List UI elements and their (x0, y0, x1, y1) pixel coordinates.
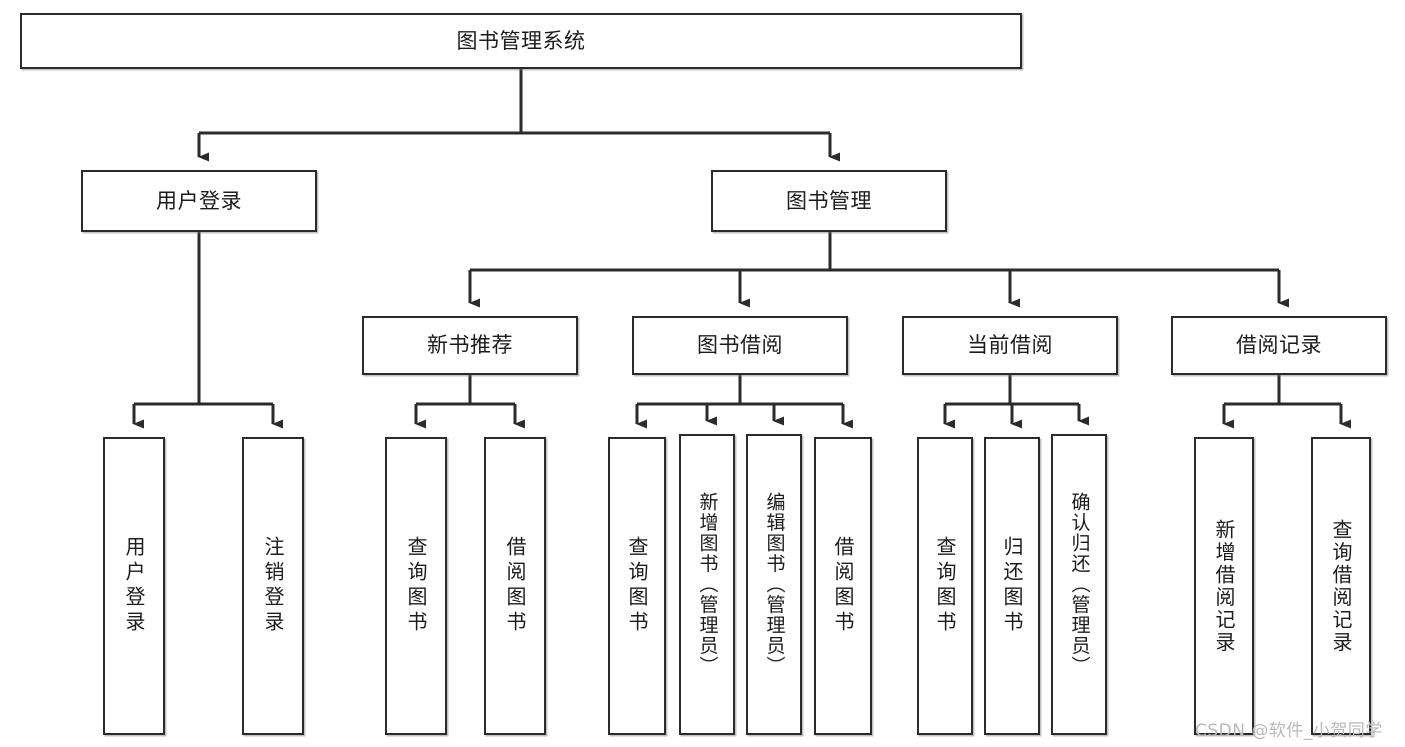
node-leaf-query-record[interactable]: 查询借阅记录 (1311, 437, 1371, 735)
node-leaf-query-book-borrow[interactable]: 查询图书 (608, 437, 666, 735)
node-leaf-query-book-rec-label: 查询图书 (404, 536, 428, 636)
node-root-label: 图书管理系统 (456, 28, 586, 53)
node-leaf-add-record-label: 新增借阅记录 (1212, 518, 1236, 654)
node-leaf-borrow-book-rec-label: 借阅图书 (503, 536, 527, 636)
node-user-login[interactable]: 用户登录 (81, 170, 317, 232)
node-leaf-add-book-label: 新增图书（管理员） (696, 492, 719, 677)
node-current-borrow[interactable]: 当前借阅 (902, 316, 1118, 375)
node-leaf-borrow-book-label: 借阅图书 (831, 536, 855, 636)
node-leaf-user-login-label: 用户登录 (122, 536, 146, 636)
node-book-manage[interactable]: 图书管理 (711, 170, 947, 232)
node-leaf-add-record[interactable]: 新增借阅记录 (1194, 437, 1254, 735)
node-leaf-return-book[interactable]: 归还图书 (984, 437, 1040, 735)
node-leaf-query-book-rec[interactable]: 查询图书 (385, 437, 447, 735)
node-book-borrow[interactable]: 图书借阅 (632, 316, 848, 375)
node-leaf-query-book-borrow-label: 查询图书 (625, 536, 649, 636)
node-leaf-borrow-book-rec[interactable]: 借阅图书 (484, 437, 546, 735)
node-leaf-edit-book[interactable]: 编辑图书（管理员） (746, 434, 802, 735)
node-book-borrow-label: 图书借阅 (697, 333, 783, 358)
node-root[interactable]: 图书管理系统 (20, 13, 1022, 69)
node-new-book-rec-label: 新书推荐 (427, 333, 513, 358)
node-leaf-query-record-label: 查询借阅记录 (1329, 518, 1353, 654)
node-leaf-query-book-cur[interactable]: 查询图书 (917, 437, 973, 735)
node-leaf-add-book[interactable]: 新增图书（管理员） (679, 434, 735, 735)
node-leaf-query-book-cur-label: 查询图书 (933, 536, 957, 636)
node-leaf-logout[interactable]: 注销登录 (242, 437, 304, 735)
node-borrow-record[interactable]: 借阅记录 (1171, 316, 1387, 375)
node-leaf-return-book-label: 归还图书 (1000, 536, 1024, 636)
node-current-borrow-label: 当前借阅 (967, 333, 1053, 358)
node-leaf-confirm-return-label: 确认归还（管理员） (1068, 492, 1091, 677)
node-leaf-logout-label: 注销登录 (261, 536, 285, 636)
node-leaf-confirm-return[interactable]: 确认归还（管理员） (1051, 434, 1107, 735)
node-leaf-borrow-book[interactable]: 借阅图书 (814, 437, 872, 735)
node-leaf-user-login[interactable]: 用户登录 (103, 437, 165, 735)
node-book-manage-label: 图书管理 (786, 188, 872, 213)
watermark-text: CSDN @软件_小贺同学 (1195, 721, 1383, 741)
node-leaf-edit-book-label: 编辑图书（管理员） (763, 492, 786, 677)
node-user-login-label: 用户登录 (156, 188, 242, 213)
node-borrow-record-label: 借阅记录 (1236, 333, 1322, 358)
node-new-book-rec[interactable]: 新书推荐 (362, 316, 578, 375)
